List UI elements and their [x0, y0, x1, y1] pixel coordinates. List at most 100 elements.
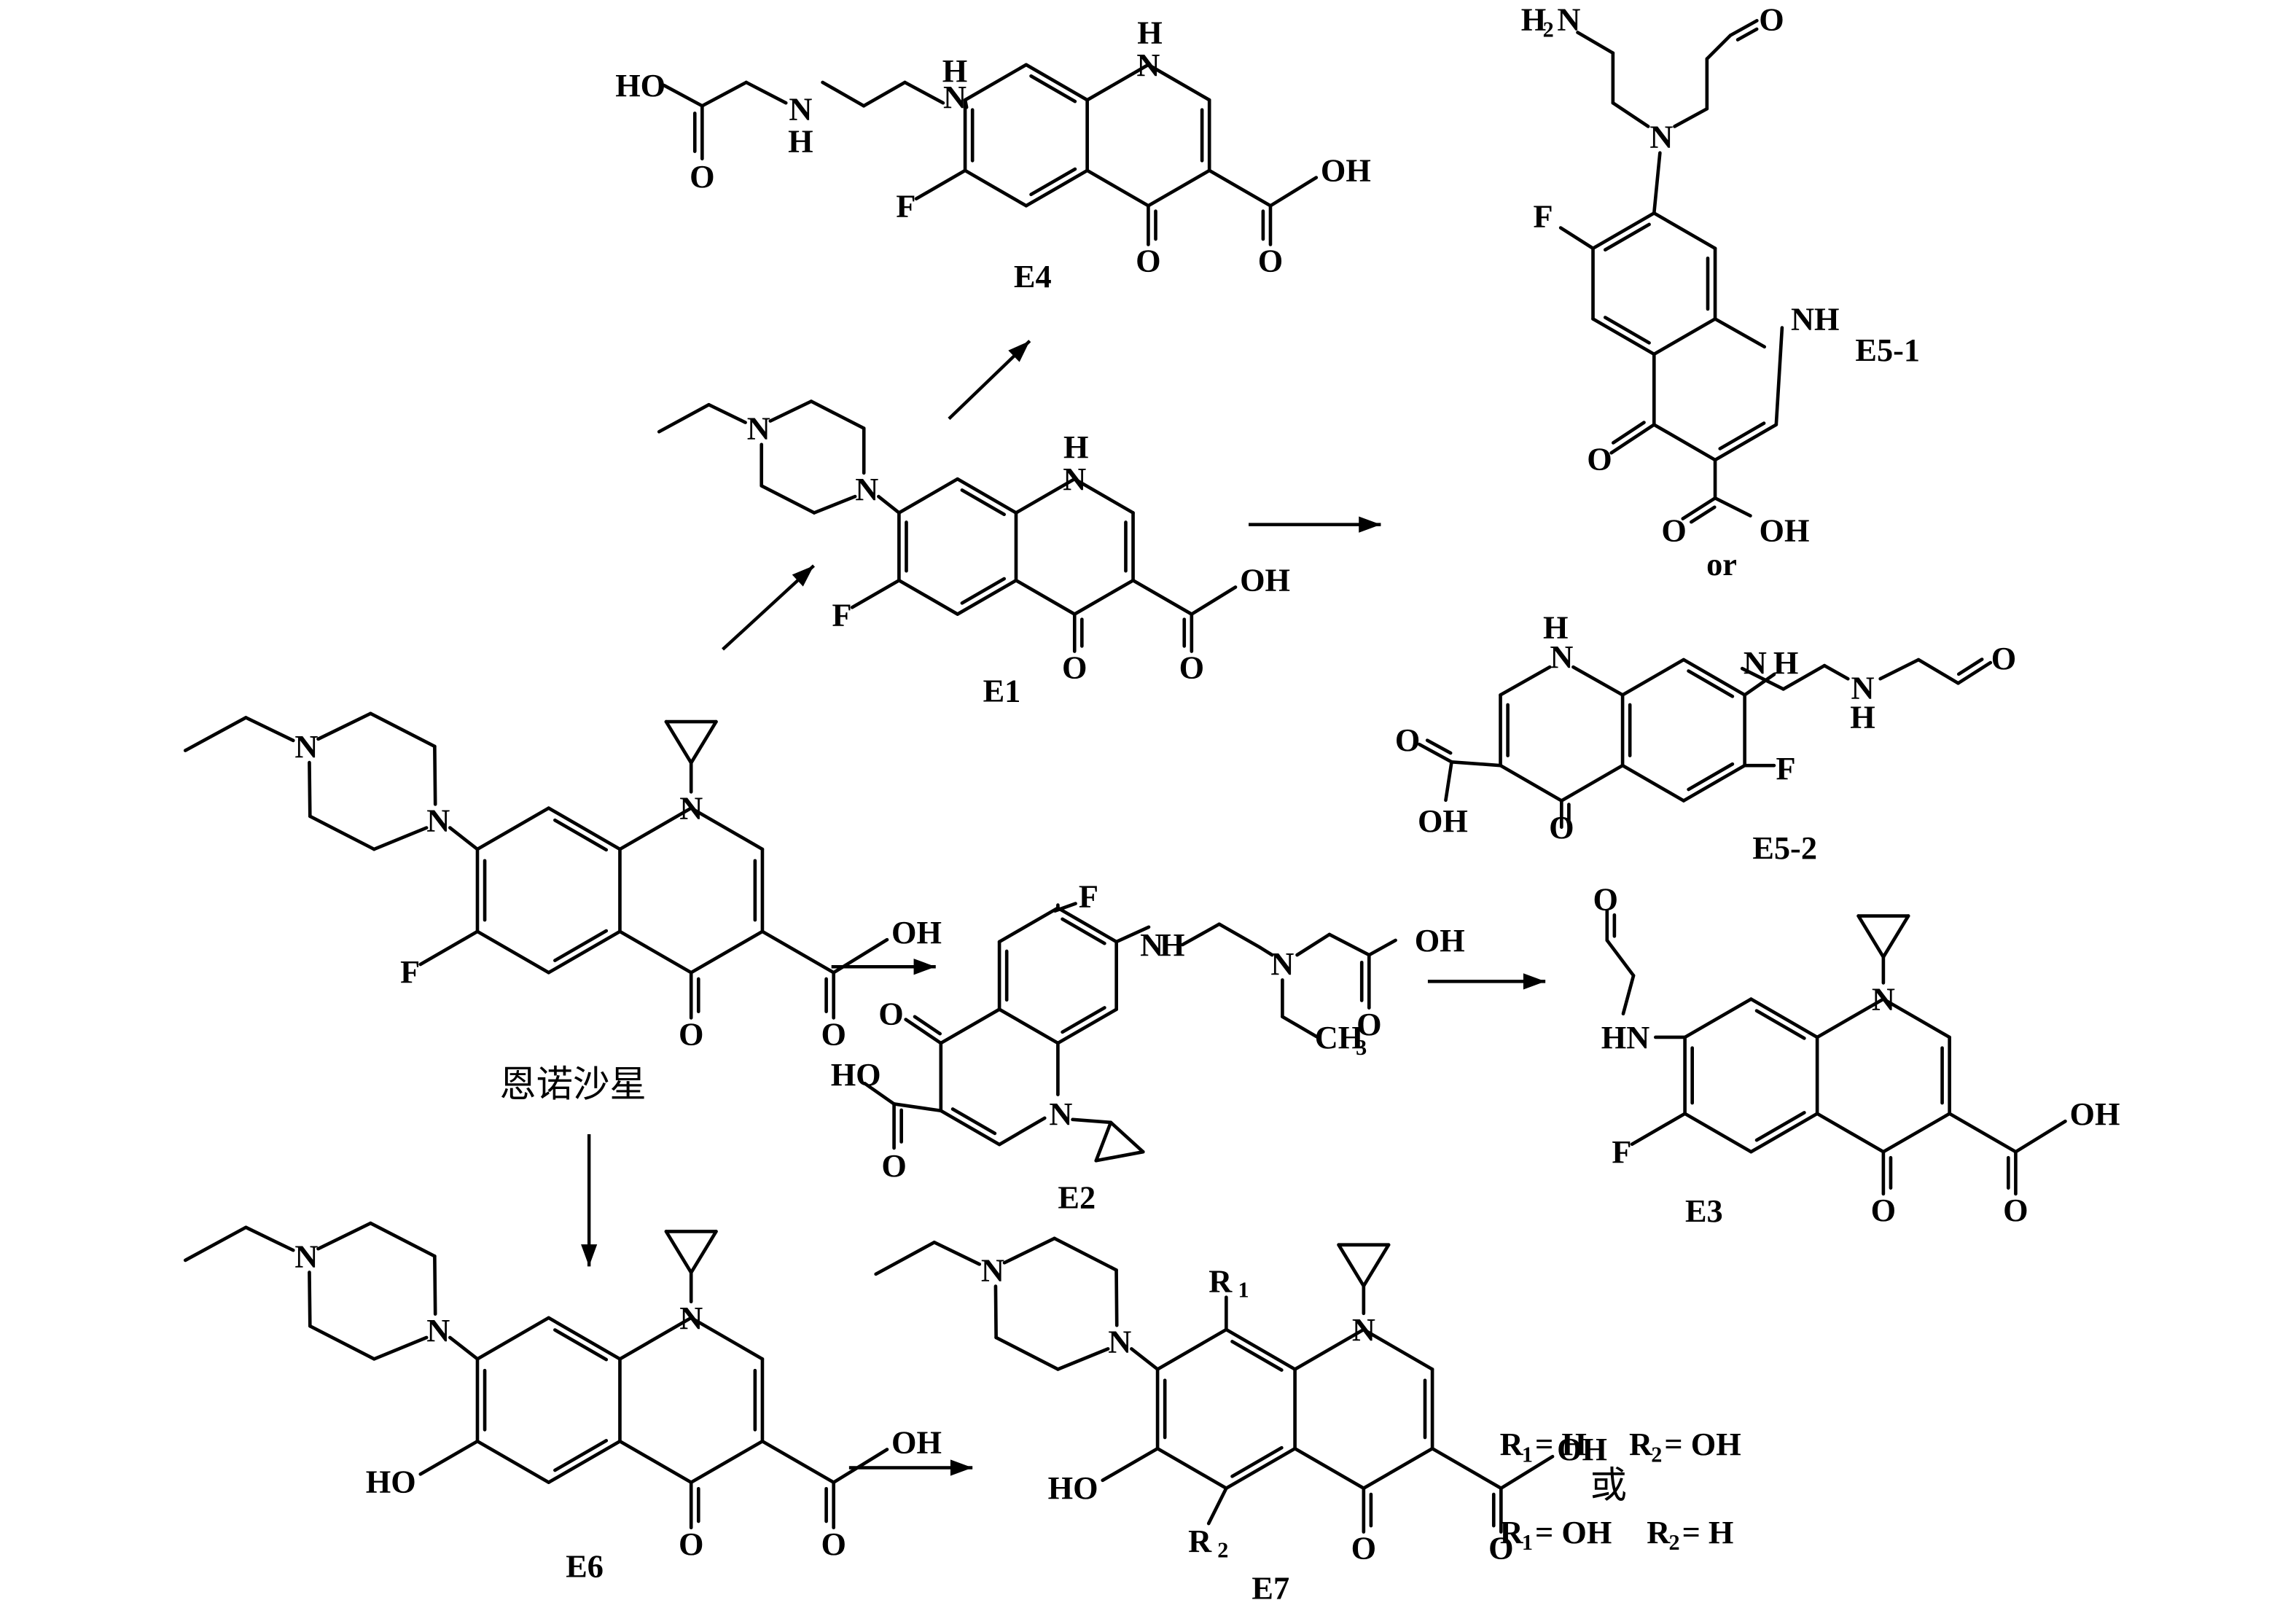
bond	[1683, 997, 1753, 1039]
double-bond	[553, 1328, 609, 1362]
bond	[2014, 1119, 2067, 1154]
bond	[1743, 672, 1776, 697]
hydroxyl-label: OH	[1557, 1431, 1607, 1467]
bond	[1327, 932, 1371, 957]
bond	[689, 806, 765, 851]
bond	[1094, 1120, 1113, 1163]
bond	[1014, 578, 1077, 616]
compound-label-e5-1: E5-1	[1855, 332, 1920, 368]
double-bond	[547, 1439, 622, 1484]
oxygen-atom: O	[878, 996, 903, 1032]
hydrogen-atom: H	[1850, 699, 1875, 735]
bond	[1815, 1112, 1886, 1154]
bond	[183, 1225, 248, 1263]
double-bond	[1061, 917, 1106, 945]
double-bond	[553, 818, 609, 852]
bond	[1281, 1015, 1320, 1039]
bond	[1430, 1446, 1503, 1491]
bond	[369, 711, 437, 749]
bond	[1713, 496, 1752, 518]
bond	[1094, 1150, 1145, 1163]
fluorine-atom: F	[1079, 878, 1098, 915]
bond	[1881, 914, 1910, 959]
bond	[433, 1254, 437, 1316]
r1-value: = OH	[1535, 1514, 1612, 1550]
nitrogen-atom: N	[981, 1252, 1004, 1288]
oxygen-atom: O	[1179, 649, 1204, 686]
bond	[1101, 1446, 1160, 1483]
nitrogen-atom: N	[1049, 1096, 1072, 1132]
oxygen-atom: O	[1136, 243, 1160, 279]
bond	[1109, 1120, 1145, 1154]
bond	[1499, 763, 1563, 803]
double-bond	[1687, 762, 1735, 792]
bond	[1605, 938, 1636, 977]
bond	[664, 719, 693, 765]
double-bond	[1230, 1340, 1284, 1372]
compound-label-e3: E3	[1685, 1193, 1723, 1229]
double-bond	[547, 929, 622, 975]
oxygen-atom: O	[881, 1147, 906, 1184]
hydrogen-atom: H	[942, 52, 967, 89]
nitrogen-atom: N	[1744, 644, 1767, 681]
double-bond	[1225, 1327, 1297, 1371]
arrow-parent-to-e6-head	[581, 1244, 598, 1267]
bond	[369, 1221, 437, 1258]
double-bond	[960, 577, 1007, 605]
double-bond	[547, 806, 622, 851]
bond	[1571, 665, 1625, 697]
bond	[1713, 317, 1767, 349]
double-bond	[553, 929, 609, 962]
double-bond	[1056, 1007, 1118, 1045]
bond	[618, 806, 693, 851]
nitrogen-atom: N	[1649, 119, 1673, 155]
double-bond	[1728, 19, 1759, 37]
alternative-connector-or: or	[1706, 546, 1737, 582]
oxygen-atom: O	[821, 1016, 846, 1053]
oxygen-atom: O	[1351, 1530, 1376, 1566]
bond	[1053, 1236, 1118, 1272]
double-bond	[1754, 1009, 1806, 1040]
nitrogen-atom: N	[1140, 926, 1163, 963]
bond	[1620, 657, 1686, 697]
bond	[812, 494, 857, 515]
compound-label-e6: E6	[566, 1548, 604, 1585]
bond	[997, 1007, 1060, 1045]
bond	[1367, 938, 1397, 957]
bond	[1293, 1327, 1366, 1371]
double-bond	[1735, 27, 1759, 42]
bond	[689, 1439, 765, 1484]
bond	[316, 1221, 372, 1251]
hydrogen-atom: H	[1063, 429, 1088, 465]
bond	[850, 578, 901, 609]
hydroxyl-label: HO	[831, 1056, 881, 1093]
double-bond	[960, 488, 1007, 517]
bond	[1822, 663, 1850, 681]
bond	[1620, 763, 1686, 803]
double-bond	[1603, 316, 1651, 345]
bond	[448, 826, 480, 851]
bond	[183, 716, 248, 752]
arrow-parent-to-e2-head	[913, 959, 936, 975]
bond	[1056, 1347, 1110, 1371]
bond	[997, 906, 1060, 944]
arrow-parent-to-e1-head	[792, 566, 814, 587]
bond	[1131, 578, 1194, 616]
nitrogen-atom: N	[679, 790, 703, 827]
nitrogen-atom: N	[1063, 461, 1086, 497]
double-bond	[1690, 505, 1717, 524]
double-bond	[1956, 660, 1993, 685]
bond	[1130, 1347, 1160, 1371]
bond	[1652, 211, 1717, 251]
hydroxyl-label: OH	[1760, 512, 1810, 549]
bond	[1258, 945, 1274, 957]
nitrogen-atom: N	[1352, 1311, 1375, 1348]
bond	[862, 1081, 896, 1106]
bond	[1268, 176, 1319, 208]
bond	[877, 494, 901, 515]
bond	[689, 1230, 718, 1275]
arrow-e6-to-e7-head	[950, 1459, 973, 1476]
bond	[308, 1271, 312, 1328]
double-bond	[939, 1109, 1001, 1147]
